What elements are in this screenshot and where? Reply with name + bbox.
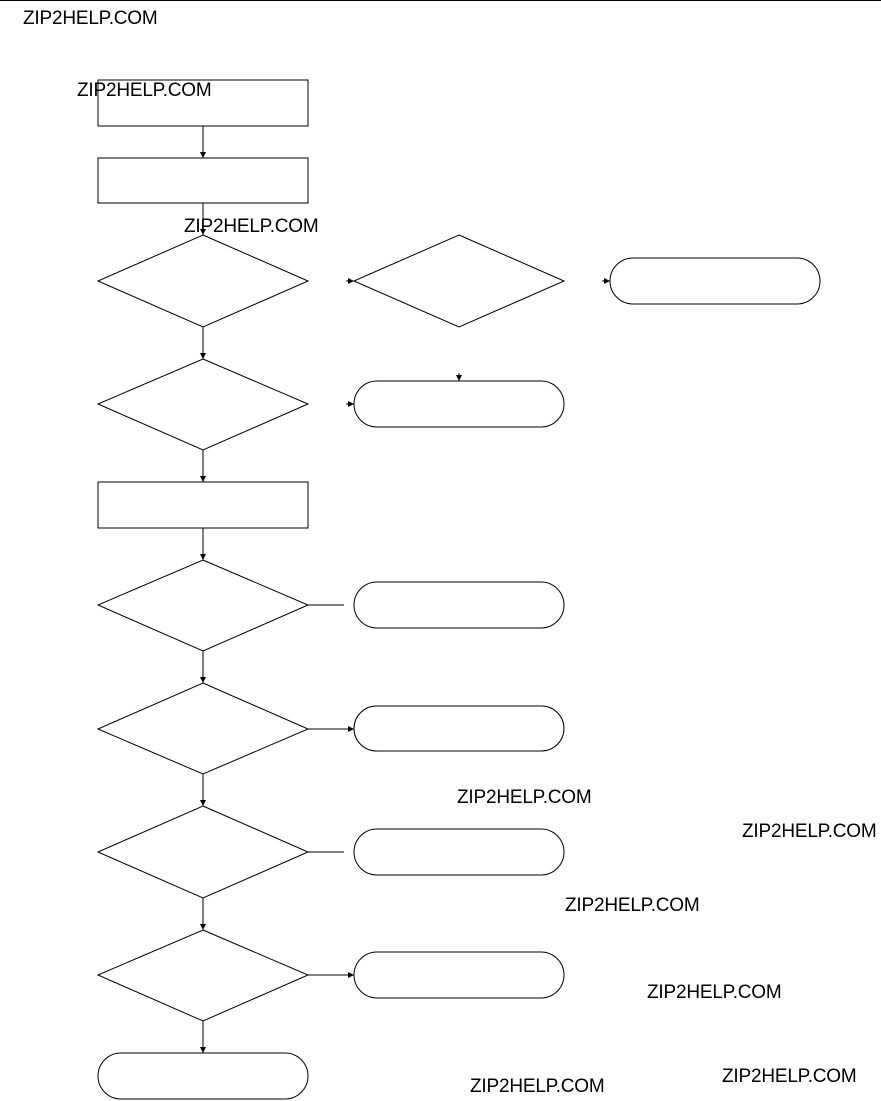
watermark-text: ZIP2HELP.COM (565, 895, 700, 916)
flowchart-node-terminal-4 (353, 705, 565, 752)
flowchart-node-terminal-3 (353, 581, 565, 629)
flowchart-node-terminal-2 (353, 380, 565, 428)
watermark-text: ZIP2HELP.COM (77, 80, 212, 101)
flowchart-node-decision-6 (96, 929, 310, 1022)
page-top-rule (0, 0, 881, 1)
watermark-text: ZIP2HELP.COM (742, 821, 877, 842)
watermark-text: ZIP2HELP.COM (457, 787, 592, 808)
watermark-text: ZIP2HELP.COM (23, 8, 158, 29)
flowchart-node-process-3 (97, 481, 309, 529)
flowchart-node-terminal-6 (353, 951, 565, 999)
watermark-text: ZIP2HELP.COM (470, 1076, 605, 1097)
flowchart-node-terminal-1 (609, 257, 821, 305)
flowchart-node-decision-3 (96, 559, 310, 652)
flowchart-node-decision-4 (96, 682, 310, 775)
flowchart-node-decision-1 (96, 234, 310, 328)
watermark-text: ZIP2HELP.COM (184, 216, 319, 237)
flowchart-node-decision-1b (352, 234, 566, 328)
flowchart-node-process-1 (97, 79, 309, 127)
watermark-text: ZIP2HELP.COM (647, 982, 782, 1003)
flowchart-node-decision-5 (96, 805, 310, 899)
flowchart-node-process-2 (97, 157, 309, 204)
flowchart-node-terminal-5 (353, 828, 565, 876)
flowchart-node-terminal-end (97, 1052, 309, 1100)
watermark-text: ZIP2HELP.COM (722, 1066, 857, 1087)
flowchart-node-decision-2 (96, 358, 310, 451)
